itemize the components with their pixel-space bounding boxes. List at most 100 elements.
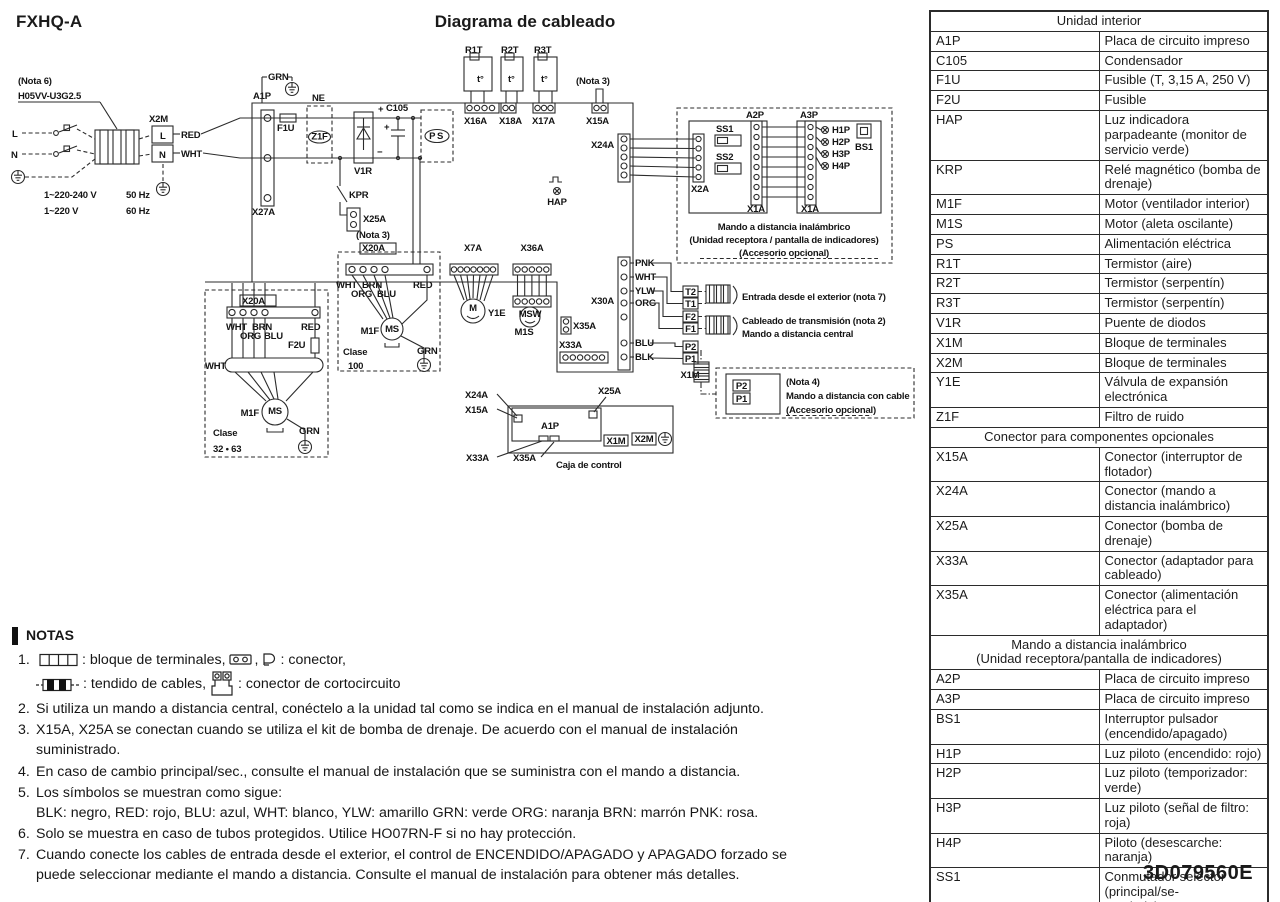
led-icon bbox=[552, 186, 562, 196]
clase100-label: 100 bbox=[348, 361, 363, 372]
note-1-continued: : tendido de cables, : conector de corto… bbox=[36, 671, 932, 698]
p1-label: P1 bbox=[685, 354, 697, 365]
legend-section-header: Unidad interior bbox=[929, 10, 1269, 32]
org3-label: ORG bbox=[240, 331, 261, 342]
x2m-label: X2M bbox=[149, 114, 168, 125]
x30a-label: X30A bbox=[591, 296, 614, 307]
plus-cap-label: + bbox=[384, 122, 390, 133]
motor-m-label: M bbox=[469, 303, 477, 314]
diode-bridge-v1r: V1R bbox=[353, 111, 374, 177]
cb-x1m-label: X1M bbox=[607, 436, 626, 447]
f1u-label: F1U bbox=[277, 123, 295, 134]
grn-label: GRN bbox=[417, 346, 438, 357]
blu-label: BLU bbox=[377, 289, 396, 300]
shortcircuit-connector-icon bbox=[209, 671, 235, 698]
page-title: Diagrama de cableado bbox=[434, 12, 616, 31]
swing-motor-m1s: X36A MSW M1S bbox=[512, 243, 552, 338]
brn2-label: BRN bbox=[252, 322, 272, 333]
h3p-label: H3P bbox=[832, 149, 851, 160]
minus-label: − bbox=[377, 147, 383, 158]
cb-x2m-label: X2M bbox=[635, 434, 654, 445]
connector-x35a: X35A bbox=[560, 316, 597, 335]
p2-label: P2 bbox=[685, 342, 696, 353]
relay-kpr: KPR X25A (Nota 3) bbox=[336, 155, 390, 241]
pcb-a1p: A1P GRN bbox=[205, 72, 634, 373]
org-label: ORG bbox=[351, 289, 372, 300]
hap-label: HAP bbox=[547, 197, 567, 208]
x33a-label: X33A bbox=[559, 340, 582, 351]
x15a-label: X15A bbox=[586, 116, 609, 127]
wht-label: WHT bbox=[336, 280, 357, 291]
clase2-label: Clase bbox=[213, 428, 237, 439]
note-3: 3.X15A, X25A se conectan cuando se utili… bbox=[18, 722, 738, 759]
control-box-label: Caja de control bbox=[556, 460, 622, 471]
m1f2-label: M1F bbox=[241, 408, 260, 419]
h2p-label: H2P bbox=[832, 137, 851, 148]
wired-p2-label: P2 bbox=[736, 381, 747, 392]
x2m-n-label: N bbox=[159, 150, 166, 161]
nota3-label: (Nota 3) bbox=[356, 230, 390, 241]
h1p-label: H1P bbox=[832, 125, 851, 136]
note-5: 5.Los símbolos se muestran como sigue: B… bbox=[18, 784, 759, 821]
bs1-label: BS1 bbox=[855, 142, 874, 153]
fan-motor-m1f-class100: X20A WHT ORG BRN BLU RED MS M1F Clase 10… bbox=[336, 242, 441, 373]
v1r-label: V1R bbox=[354, 166, 372, 177]
connector-icon bbox=[228, 653, 252, 666]
led-h4p-icon bbox=[820, 161, 830, 171]
grn2-label: GRN bbox=[299, 426, 320, 437]
ne-label: NE bbox=[312, 93, 325, 104]
earth-icon bbox=[416, 357, 432, 373]
x1a-left-label: X1A bbox=[747, 204, 765, 215]
a3p-label: A3P bbox=[800, 110, 819, 121]
led-h3p-icon bbox=[820, 149, 830, 159]
x18a-label: X18A bbox=[499, 116, 522, 127]
x24a-label: X24A bbox=[591, 140, 614, 151]
kpr-label: KPR bbox=[349, 190, 369, 201]
clase3263-label: 32 • 63 bbox=[213, 444, 241, 455]
org2-label: ORG bbox=[635, 298, 656, 309]
x20a-label: X20A bbox=[362, 243, 385, 254]
cb-x35a-label: X35A bbox=[513, 453, 536, 464]
f2u-label: F2U bbox=[288, 340, 306, 351]
control-box: X24A X15A X25A A1P X33A X35A X1M X2M Caj… bbox=[465, 386, 674, 471]
ms2-label: MS bbox=[268, 406, 282, 417]
note-2: 2.Si utiliza un mando a distancia centra… bbox=[18, 701, 764, 718]
wireless-remote-receiver: X2A SS1 SS2 A2P X1A bbox=[676, 107, 893, 264]
remote-caption-3: (Accesorio opcional) bbox=[739, 248, 829, 259]
legend-section-header: Mando a distancia inalámbrico (Unidad re… bbox=[929, 634, 1269, 671]
service-led-hap: HAP bbox=[547, 176, 568, 208]
note-4: 4.En caso de cambio principal/sec., cons… bbox=[18, 763, 741, 780]
voltage2-label: 1~220 V bbox=[44, 206, 79, 217]
nota4-label: (Nota 4) bbox=[786, 377, 820, 388]
thermistor-r2t: R2T t° X18A bbox=[499, 45, 524, 127]
freq60-label: 60 Hz bbox=[126, 206, 150, 217]
earth-icon bbox=[284, 81, 300, 97]
central-remote-label: Mando a distancia central bbox=[742, 329, 853, 340]
heading-bar bbox=[12, 626, 18, 645]
terminal-block-x2m: X2M L N RED WHT bbox=[149, 114, 252, 197]
wired-p1-label: P1 bbox=[736, 394, 748, 405]
r1t-label: R1T bbox=[465, 45, 483, 56]
x27a-label: X27A bbox=[252, 207, 275, 218]
c105-label: C105 bbox=[386, 103, 409, 114]
connector-x33a: X33A bbox=[559, 340, 609, 364]
legend-section-header: Conector para componentes opcionales bbox=[929, 426, 1269, 448]
